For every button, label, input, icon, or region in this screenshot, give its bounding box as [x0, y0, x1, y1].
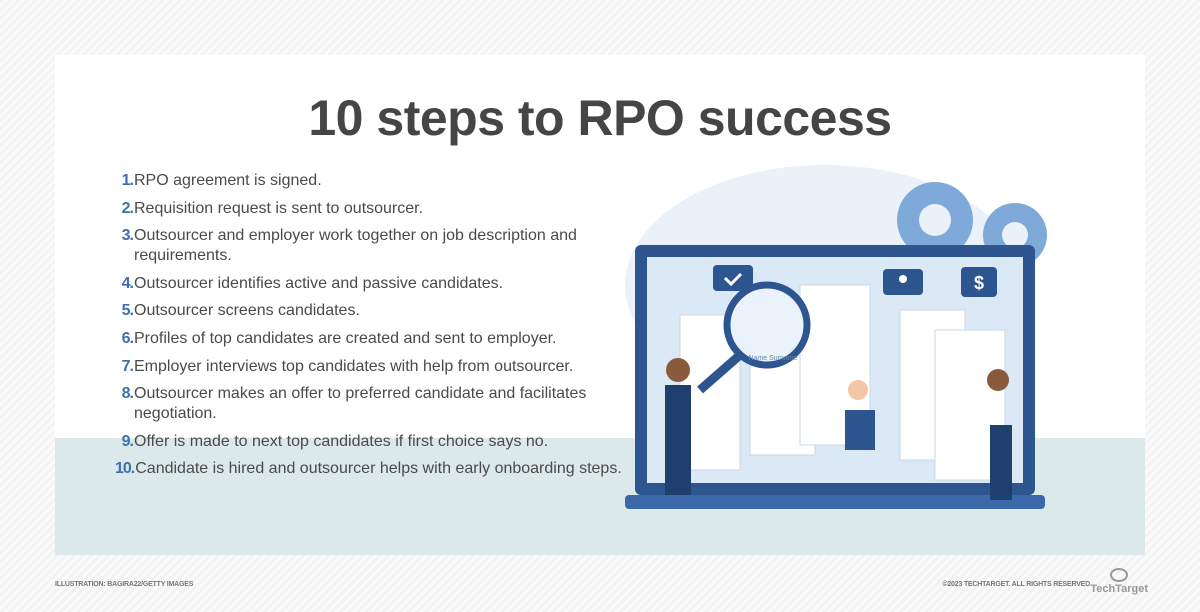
- step-number: 8.: [121, 385, 134, 403]
- step-number: 1.: [121, 172, 134, 189]
- dollar-icon: $: [961, 267, 997, 297]
- step-item: 6.Profiles of top candidates are created…: [115, 329, 665, 349]
- step-text: Candidate is hired and outsourcer helps …: [135, 460, 622, 478]
- step-text: Requisition request is sent to outsource…: [134, 199, 424, 217]
- step-text: Outsourcer makes an offer to preferred c…: [134, 385, 587, 423]
- svg-text:$: $: [974, 273, 984, 293]
- step-item: 9.Offer is made to next top candidates i…: [115, 432, 665, 452]
- step-item: 3.Outsourcer and employer work together …: [115, 226, 665, 266]
- step-text: Employer interviews top candidates with …: [134, 357, 574, 375]
- step-number: 10.: [115, 460, 135, 478]
- infographic-panel: 10 steps to RPO success 1.RPO agreement …: [55, 55, 1145, 555]
- step-item: 10.Candidate is hired and outsourcer hel…: [115, 459, 665, 479]
- step-item: 1.RPO agreement is signed.: [115, 171, 665, 191]
- step-number: 9.: [121, 432, 134, 450]
- eye-icon: [1110, 568, 1129, 582]
- step-number: 2.: [121, 199, 134, 217]
- step-text: RPO agreement is signed.: [134, 172, 322, 189]
- step-text: Outsourcer identifies active and passive…: [134, 274, 504, 292]
- step-text: Outsourcer screens candidates.: [134, 302, 360, 320]
- checkmark-icon: [713, 265, 753, 291]
- step-item: 8.Outsourcer makes an offer to preferred…: [115, 384, 665, 424]
- recruitment-illustration: $ Name Surname: [625, 165, 1047, 509]
- step-number: 6.: [121, 329, 134, 347]
- step-number: 5.: [121, 302, 134, 320]
- techtarget-logo: TechTarget: [1090, 568, 1148, 595]
- step-number: 7.: [121, 357, 134, 375]
- step-item: 4.Outsourcer identifies active and passi…: [115, 274, 665, 294]
- people-icon: [883, 269, 923, 295]
- step-text: Profiles of top candidates are created a…: [134, 329, 557, 347]
- card-label: Name Surname: [748, 355, 797, 362]
- page-title: 10 steps to RPO success: [308, 90, 892, 146]
- steps-list: 1.RPO agreement is signed.2.Requisition …: [115, 171, 665, 487]
- step-number: 3.: [121, 227, 134, 245]
- step-item: 2.Requisition request is sent to outsour…: [115, 199, 665, 219]
- laptop-base: [625, 495, 1045, 509]
- step-number: 4.: [121, 274, 134, 292]
- illustration-credit: ILLUSTRATION: BAGIRA22/GETTY IMAGES: [55, 581, 194, 588]
- magnifier-icon: [697, 281, 811, 394]
- step-text: Offer is made to next top candidates if …: [134, 432, 549, 450]
- step-item: 7.Employer interviews top candidates wit…: [115, 357, 665, 377]
- step-text: Outsourcer and employer work together on…: [134, 227, 577, 265]
- copyright: ©2023 TECHTARGET. ALL RIGHTS RESERVED: [942, 581, 1090, 588]
- step-item: 5.Outsourcer screens candidates.: [115, 301, 665, 321]
